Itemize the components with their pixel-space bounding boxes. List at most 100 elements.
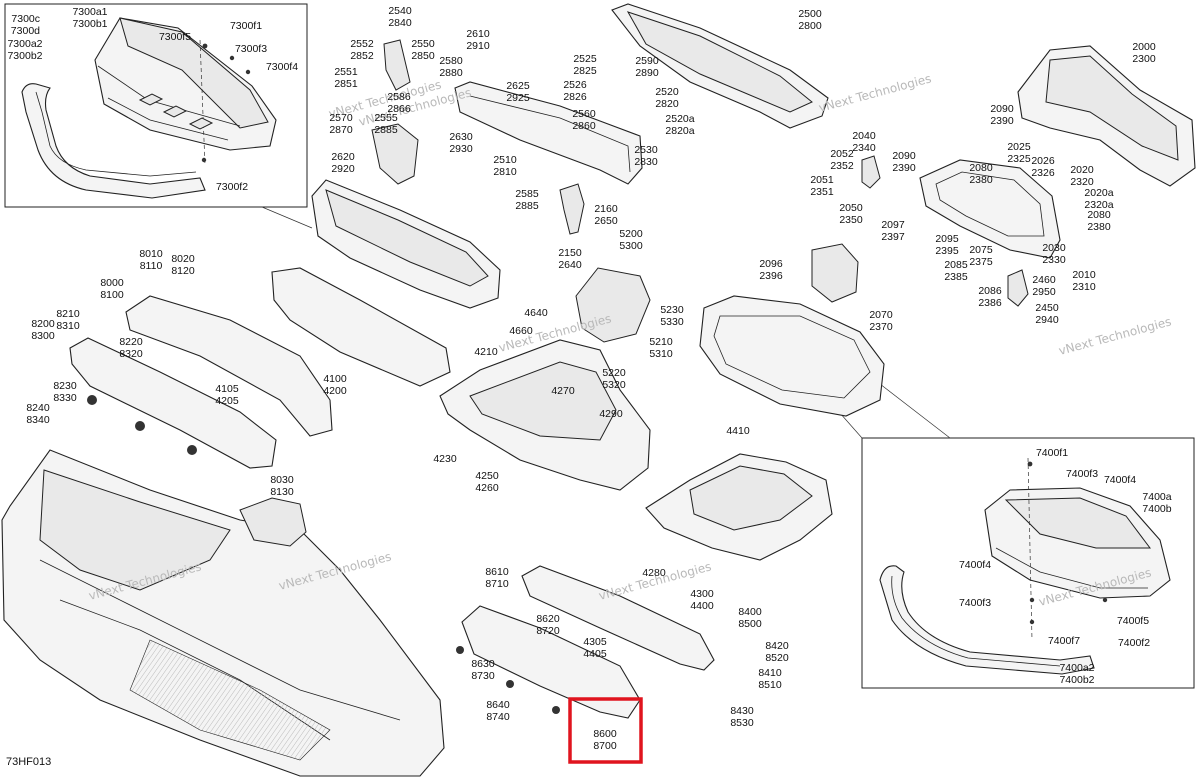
callout-line: 7300a1 (72, 6, 107, 18)
callout-line: 2625 (506, 80, 530, 92)
callout-line: 2396 (759, 270, 783, 282)
callout-line: 5300 (619, 240, 643, 252)
callout-line: 2397 (881, 231, 905, 243)
callout-line: 7400a (1142, 491, 1171, 503)
callout-line: 2650 (594, 215, 618, 227)
callout-line: 5320 (602, 379, 626, 391)
callout-line: 8640 (486, 699, 510, 711)
callout-line: 2395 (935, 245, 959, 257)
callout-line: 2460 (1032, 274, 1056, 286)
callout-line: 2010 (1072, 269, 1096, 281)
callout-7400f3b: 7400f3 (959, 597, 991, 609)
callout-line: 8340 (26, 414, 50, 426)
callout-line: 2080 (969, 162, 993, 174)
callout-line: 2820a (665, 125, 694, 137)
callout-line: 7300c (11, 13, 40, 25)
callout-line: 8430 (730, 705, 754, 717)
callout-line: 2025 (1007, 141, 1031, 153)
callout-line: 8300 (31, 330, 55, 342)
callout-line: 8740 (486, 711, 510, 723)
callout-line: 2910 (466, 40, 490, 52)
callout-line: 8630 (471, 658, 495, 670)
callout-line: 2090 (892, 150, 916, 162)
callout-line: 4105 (215, 383, 239, 395)
callout-line: 8030 (270, 474, 294, 486)
callout-line: 8610 (485, 566, 509, 578)
callout-line: 2330 (1042, 254, 1066, 266)
callout-line: 8510 (758, 679, 782, 691)
callout-line: 8220 (119, 336, 143, 348)
callout-line: 8130 (270, 486, 294, 498)
callout-line: 2385 (944, 271, 968, 283)
callout-line: 8420 (765, 640, 789, 652)
callout-line: 2526 (563, 79, 587, 91)
callout-4410: 4410 (726, 425, 750, 437)
callout-line: 4270 (551, 385, 575, 397)
callout-line: 5230 (660, 304, 684, 316)
callout-line: 8520 (765, 652, 789, 664)
callout-line: 7400f7 (1048, 635, 1080, 647)
callout-line: 2852 (350, 50, 374, 62)
callout-line: 2340 (852, 142, 876, 154)
callout-4660: 4660 (509, 325, 533, 337)
callout-line: 2860 (572, 120, 596, 132)
callout-7400f4b: 7400f4 (959, 559, 991, 571)
callout-line: 2085 (944, 259, 968, 271)
callout-line: 2870 (329, 124, 353, 136)
callout-line: 2160 (594, 203, 618, 215)
callout-line: 7400f5 (1117, 615, 1149, 627)
callout-line: 5220 (602, 367, 626, 379)
callout-line: 7400f1 (1036, 447, 1068, 459)
callout-7400f3a: 7400f3 (1066, 468, 1098, 480)
callout-line: 5200 (619, 228, 643, 240)
callout-line: 4205 (215, 395, 239, 407)
callout-line: 2375 (969, 256, 993, 268)
callout-line: 7300f3 (235, 43, 267, 55)
callout-line: 7300f2 (216, 181, 248, 193)
callout-line: 8110 (140, 260, 163, 272)
callout-line: 2050 (839, 202, 863, 214)
callout-line: 2370 (869, 321, 893, 333)
callout-line: 7400f2 (1118, 637, 1150, 649)
callout-4230: 4230 (433, 453, 457, 465)
callout-line: 2510 (493, 154, 517, 166)
callout-7300f4: 7300f4 (266, 61, 298, 73)
detail-frame-door-7300 (4, 3, 313, 229)
callout-line: 2630 (449, 131, 473, 143)
callout-line: 7300f5 (159, 31, 191, 43)
callout-line: 2920 (331, 163, 355, 175)
callout-line: 4250 (475, 470, 499, 482)
watermark-text: vNext Technologies (1057, 314, 1173, 358)
callout-7300f3: 7300f3 (235, 43, 267, 55)
callout-line: 2450 (1035, 302, 1059, 314)
